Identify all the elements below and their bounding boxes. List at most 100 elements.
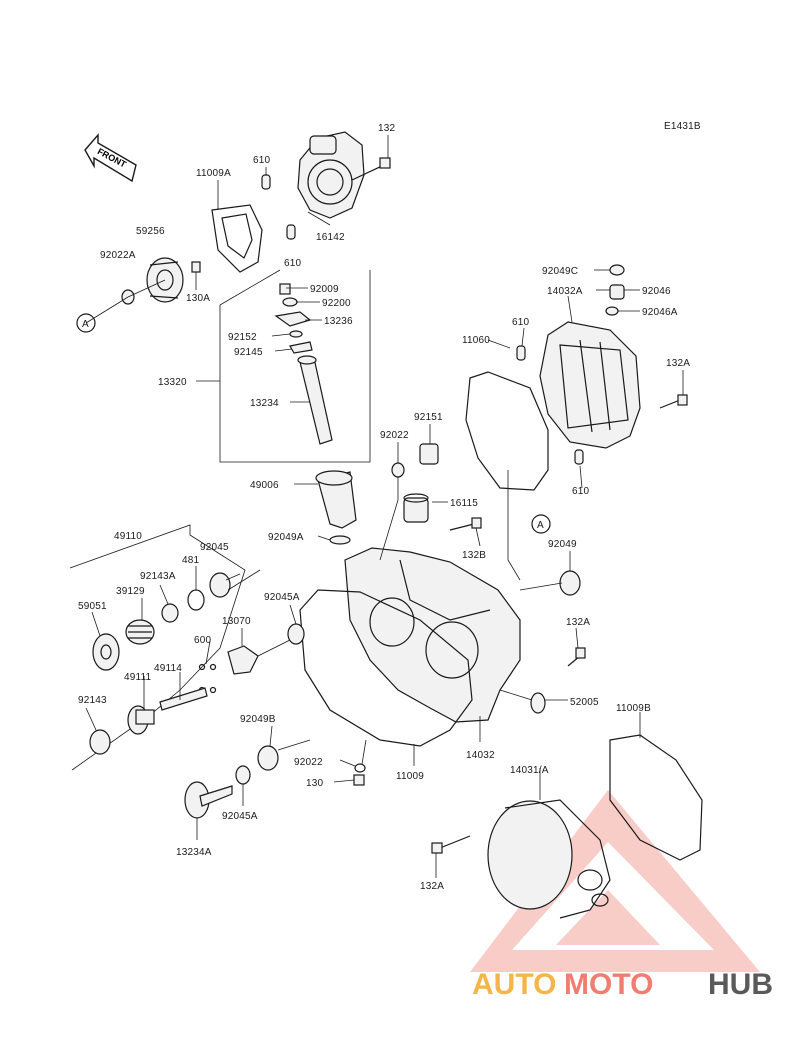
label-49114: 49114	[154, 663, 182, 674]
label-14032a: 14032A	[547, 286, 583, 297]
label-92045a-lower: 92045A	[222, 811, 258, 822]
dowel-pin-610a	[261, 174, 271, 190]
gear-13234a	[184, 781, 233, 819]
bolt-132a-mid	[567, 647, 586, 667]
label-132: 132	[378, 123, 396, 134]
watermark-logo-icon	[470, 790, 760, 972]
fitting-92151	[419, 443, 439, 465]
label-610-d: 610	[572, 486, 590, 497]
watermark-text: AUTO MOTO HUB	[472, 968, 773, 1001]
bolt-132a-lower	[431, 835, 471, 854]
bearing-92049b	[257, 745, 279, 771]
dowel-pin-610c	[516, 345, 526, 361]
diagram-code: E1431B	[664, 121, 701, 132]
washer-92152	[289, 330, 303, 338]
label-600: 600	[194, 635, 212, 646]
bolt-130	[353, 774, 365, 786]
label-92049a: 92049A	[268, 532, 304, 543]
label-92045: 92045	[200, 542, 229, 553]
label-92046: 92046	[642, 286, 671, 297]
label-13320: 13320	[158, 377, 187, 388]
impeller-housing-49006	[315, 470, 357, 529]
label-92143a: 92143A	[140, 571, 176, 582]
label-92009: 92009	[310, 284, 339, 295]
label-92022-lower: 92022	[294, 757, 323, 768]
label-16115: 16115	[450, 498, 478, 509]
label-92152: 92152	[228, 332, 257, 343]
washer-92200	[282, 297, 298, 307]
assembly-bracket-49110	[69, 524, 246, 771]
label-59051: 59051	[78, 601, 107, 612]
part-labels: 132 610 11009A 16142 59256 92022A 610 13…	[78, 123, 690, 892]
svg-text:MOTO: MOTO	[564, 968, 653, 1001]
dowel-pin-610b	[286, 224, 296, 240]
label-13234a: 13234A	[176, 847, 212, 858]
label-39129: 39129	[116, 586, 145, 597]
label-59256: 59256	[136, 226, 165, 237]
label-92049: 92049	[548, 539, 577, 550]
gear-49111	[127, 705, 155, 735]
label-16142: 16142	[316, 232, 345, 243]
label-14032: 14032	[466, 750, 495, 761]
bolt-132b	[449, 517, 482, 531]
callout-a-left: A	[76, 313, 96, 333]
label-132a-top: 132A	[666, 358, 690, 369]
label-92143: 92143	[78, 695, 107, 706]
oil-seal-92049	[559, 570, 581, 596]
spring-92145	[289, 341, 313, 354]
label-92200: 92200	[322, 298, 351, 309]
clip-92049c	[609, 264, 625, 276]
callout-a-right: A	[531, 514, 551, 534]
impeller-13070	[227, 645, 259, 675]
pins-600	[198, 663, 217, 694]
gasket-11009	[299, 589, 473, 747]
label-610-b: 610	[284, 258, 302, 269]
plug-92046a	[605, 306, 619, 316]
label-11009: 11009	[396, 771, 424, 782]
bearing-92045a-lower	[235, 765, 251, 785]
label-610-c: 610	[512, 317, 530, 328]
label-11009a: 11009A	[196, 168, 231, 179]
clutch-cover-14031	[487, 799, 611, 919]
label-92049b: 92049B	[240, 714, 276, 725]
bearing-92045a	[287, 623, 305, 645]
pump-housing-16142	[297, 131, 365, 219]
bolt-132a-top	[659, 394, 688, 409]
label-132b: 132B	[462, 550, 486, 561]
label-610: 610	[253, 155, 271, 166]
label-92049c: 92049C	[542, 266, 578, 277]
shaft-13234	[297, 355, 333, 445]
label-132a-mid: 132A	[566, 617, 590, 628]
label-13236: 13236	[324, 316, 353, 327]
oil-seal-52005	[530, 692, 546, 714]
bearing-92045	[209, 572, 231, 598]
spring-39129	[125, 619, 155, 645]
svg-text:A: A	[537, 520, 544, 531]
assembly-bracket-13320	[219, 269, 371, 463]
plug-92046	[609, 284, 625, 300]
label-13234: 13234	[250, 398, 279, 409]
washer-92022-lower	[354, 763, 366, 773]
washer-92022	[391, 462, 405, 478]
washer-92143	[89, 729, 111, 755]
label-92045a: 92045A	[264, 592, 300, 603]
cap-16115	[403, 493, 429, 523]
label-130a: 130A	[186, 293, 210, 304]
label-92145: 92145	[234, 347, 263, 358]
label-130: 130	[306, 778, 324, 789]
label-132a-lower: 132A	[420, 881, 444, 892]
label-49110: 49110	[114, 531, 142, 542]
crankcase-cover-14032	[344, 547, 521, 723]
bolt-92009	[279, 283, 291, 295]
label-13070: 13070	[222, 616, 251, 627]
bolt-130a	[191, 261, 201, 273]
leader-lines	[85, 135, 684, 878]
label-11009b: 11009B	[616, 703, 651, 714]
bolt-132	[351, 157, 391, 181]
washer-92143a	[161, 603, 179, 623]
shaft-49114	[159, 687, 208, 711]
dowel-pin-610d	[574, 449, 584, 465]
gasket-11009b	[609, 734, 703, 861]
lever-13236	[274, 311, 312, 327]
